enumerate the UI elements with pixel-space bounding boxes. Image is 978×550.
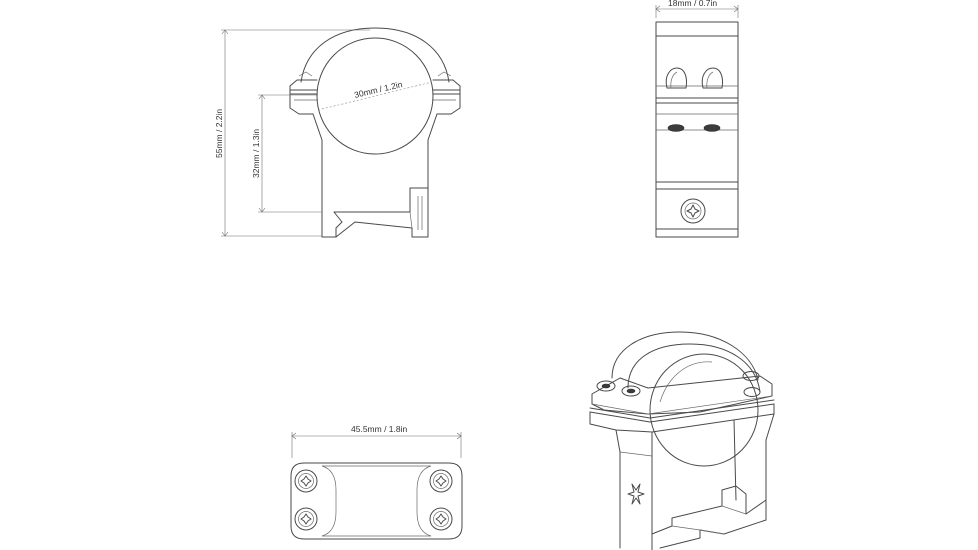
base-length-label: 45.5mm / 1.8in: [351, 424, 407, 434]
iso-ring-outer: [611, 331, 759, 381]
side-outline: [655, 21, 739, 238]
top-plate: [290, 462, 463, 540]
brand-logo-icon: [627, 483, 645, 505]
left-ear: [289, 79, 318, 115]
side-view: 18mm / 0.7in: [655, 0, 739, 238]
overall-height-label: 55mm / 2.2in: [214, 109, 224, 158]
body-right-leg: [427, 113, 438, 229]
base-length-dim: [291, 432, 462, 458]
ring-diameter-label: 30mm / 1.2in: [353, 79, 403, 100]
overall-height-dim: [221, 29, 370, 237]
center-height-label: 32mm / 1.3in: [251, 129, 261, 178]
top-screw-2: [429, 469, 453, 493]
ring-outer-arc: [300, 27, 450, 83]
ring-width-dim: [655, 5, 739, 18]
iso-screw-4: [743, 387, 761, 397]
side-screw-right: [701, 67, 723, 89]
top-screw-1: [294, 469, 318, 493]
right-ear: [432, 79, 461, 115]
iso-screw-3: [742, 371, 760, 381]
side-base-screw: [680, 198, 706, 224]
dovetail-base: [333, 187, 429, 238]
ring-bore: [316, 37, 434, 155]
iso-ring-bore: [649, 353, 759, 467]
body-left-leg: [312, 113, 337, 238]
front-view: 30mm / 1.2in 55mm / 2.2in 32mm / 1.3in: [214, 27, 461, 238]
side-screw-left: [665, 67, 687, 89]
iso-screw-2: [621, 385, 641, 397]
side-slot-left: [667, 124, 685, 132]
ring-width-label: 18mm / 0.7in: [668, 0, 717, 8]
top-screw-4: [429, 507, 453, 531]
iso-dovetail: [651, 485, 767, 549]
center-height-dim: [258, 94, 322, 213]
side-slot-right: [703, 124, 721, 132]
top-screw-3: [294, 507, 318, 531]
iso-screw-1: [596, 380, 616, 392]
top-view: 45.5mm / 1.8in: [290, 424, 463, 540]
isometric-view: [589, 331, 775, 550]
diameter-line: [317, 81, 433, 111]
